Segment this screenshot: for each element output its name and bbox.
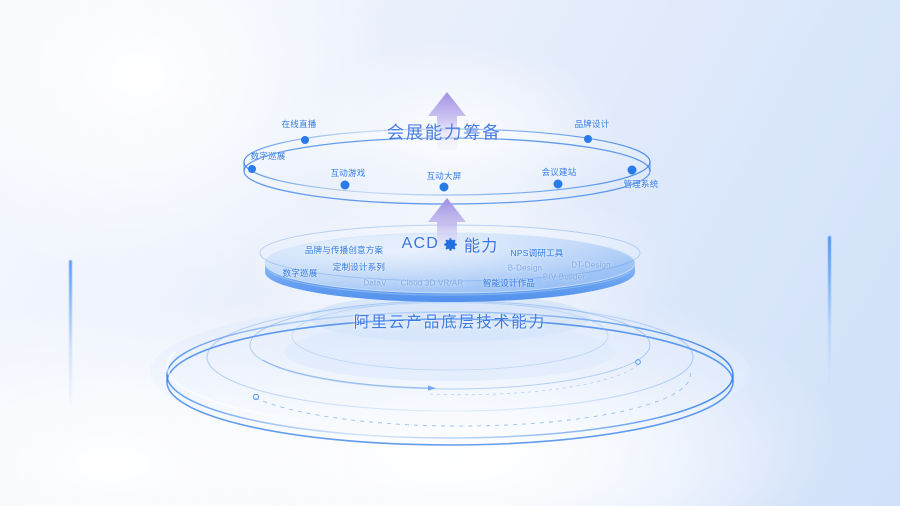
- top-node-label[interactable]: 管理系统: [623, 179, 659, 189]
- capability-label: 能力: [463, 238, 499, 255]
- middle-item-label[interactable]: BIV Builder: [542, 272, 586, 282]
- acd-label: ACD: [401, 235, 439, 252]
- middle-item-label[interactable]: Cloud 3D VR/AR: [400, 278, 464, 288]
- middle-item-label[interactable]: 品牌与传播创意方案: [304, 245, 384, 255]
- middle-item-label[interactable]: B-Design: [507, 263, 543, 273]
- node-dot[interactable]: [248, 165, 256, 173]
- arrow-middle-shape: [428, 198, 466, 252]
- middle-item-label[interactable]: NPS调研工具: [510, 248, 564, 258]
- node-dot[interactable]: [584, 135, 592, 143]
- top-node-label[interactable]: 会议建站: [541, 167, 577, 177]
- node-dot[interactable]: [439, 182, 449, 192]
- middle-item-label[interactable]: DataV: [363, 278, 387, 288]
- middle-item-label[interactable]: 数字巡展: [282, 268, 318, 278]
- top-layer-title: 会展能力筹备: [386, 122, 502, 143]
- gear-icon: [444, 237, 459, 252]
- light-beam-right: [828, 236, 831, 386]
- node-dot[interactable]: [301, 136, 309, 144]
- node-dot[interactable]: [340, 180, 350, 190]
- bottom-layer-title: 阿里云产品底层技术能力: [353, 314, 547, 331]
- top-node-label[interactable]: 在线直播: [281, 119, 317, 129]
- node-dot[interactable]: [627, 165, 637, 175]
- top-node-label[interactable]: 互动游戏: [330, 168, 366, 178]
- middle-item-label[interactable]: 智能设计作品: [482, 278, 536, 288]
- middle-layer-title: ACD 能力: [402, 232, 499, 256]
- top-node-label[interactable]: 品牌设计: [574, 119, 610, 129]
- middle-item-label[interactable]: DT-Design: [571, 260, 611, 270]
- light-beam-left: [69, 260, 72, 410]
- arrow-top-shape: [428, 92, 466, 150]
- top-node-label[interactable]: 互动大屏: [426, 171, 462, 181]
- middle-item-label[interactable]: 定制设计系列: [332, 262, 386, 272]
- node-dot[interactable]: [553, 179, 563, 189]
- top-node-label[interactable]: 数字巡展: [250, 151, 286, 161]
